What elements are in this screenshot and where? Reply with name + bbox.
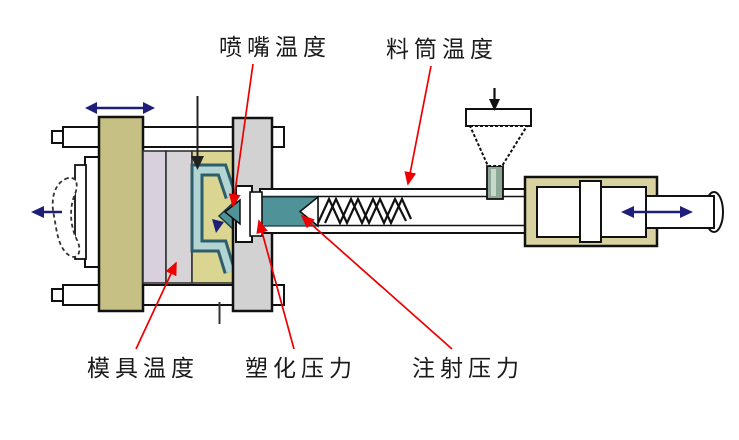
arrow-mold-temp [135,261,177,350]
arrow-plasticizing-pressure [256,219,295,350]
mold-assembly [142,96,238,324]
injection-cylinder [523,175,724,248]
mold-core-plate [165,150,193,284]
clamp-mechanism [51,156,100,268]
molded-part-section [190,163,238,274]
hopper [465,88,532,200]
feed-arrow-icon [489,99,500,111]
annotation-arrows [135,63,453,350]
arrow-barrel-temp [404,65,432,186]
label-barrel-temperature: 料筒温度 [386,37,498,62]
piston [579,180,602,243]
moving-platen [97,115,145,313]
hopper-funnel [468,125,529,167]
motion-arrows [31,102,693,218]
hopper-throat-highlight [491,169,496,196]
screw-flights [317,196,413,226]
label-nozzle-temperature: 喷嘴温度 [219,35,331,60]
hopper-rim [465,108,532,127]
down-arrow-icon [191,156,204,170]
label-plasticizing-pressure: 塑化压力 [245,356,357,381]
arrow-nozzle-temp [228,63,254,208]
gate-mark [212,219,224,233]
mold-plate-a [142,150,167,284]
label-injection-pressure: 注射压力 [412,356,524,381]
arrow-injection-pressure [300,214,453,350]
clamp-cylinder-blob [51,176,81,258]
label-mold-temperature: 模具温度 [87,356,199,381]
barrel [223,185,528,243]
